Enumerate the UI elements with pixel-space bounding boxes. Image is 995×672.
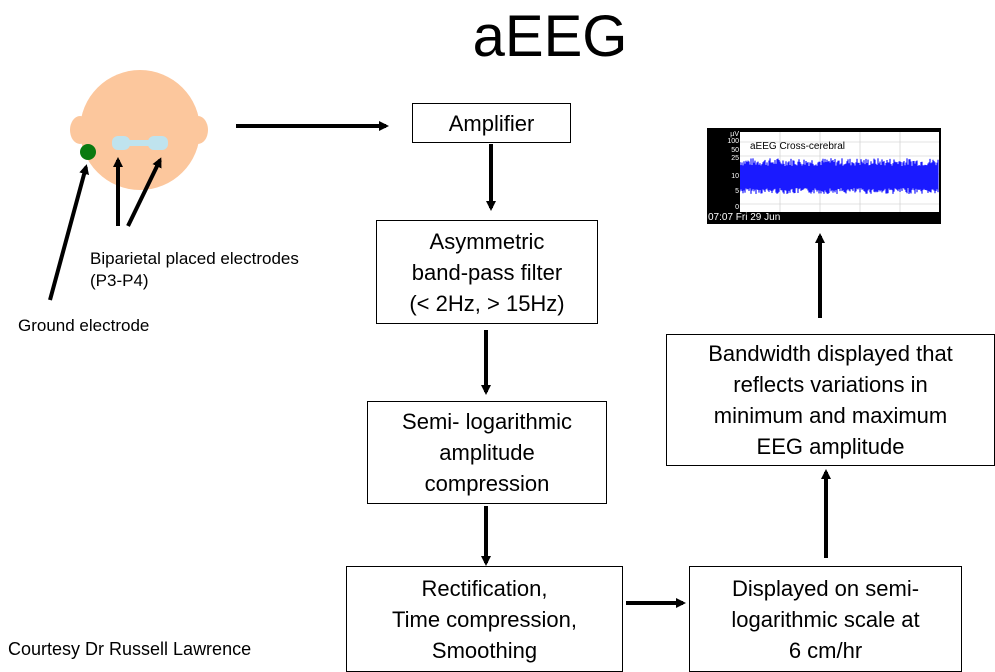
display-scale-line3: 6 cm/hr	[788, 637, 863, 663]
amplifier-label: Amplifier	[448, 110, 535, 136]
biparietal-electrodes	[112, 136, 168, 150]
monitor-timestamp: 07:07 Fri 29 Jun	[708, 212, 781, 223]
monitor-y-unit: µV	[730, 131, 739, 138]
bandwidth-box: Bandwidth displayed that reflects variat…	[666, 334, 995, 466]
monitor-y-tick: 5	[735, 188, 739, 195]
monitor-y-tick: 0	[735, 204, 739, 211]
compression-line3: compression	[424, 471, 550, 496]
monitor-y-tick: 10	[731, 173, 739, 180]
monitor-grid	[739, 132, 939, 212]
arrow-biparietal-right	[126, 157, 162, 227]
page-title: aEEG	[472, 4, 628, 69]
bandwidth-line4: EEG amplitude	[756, 434, 905, 459]
monitor-plot-title: aEEG Cross-cerebral	[750, 141, 846, 152]
compression-line1: Semi- logarithmic	[402, 409, 572, 434]
ground-label: Ground electrode	[18, 316, 150, 335]
monitor-y-tick: 50	[731, 147, 739, 154]
bandwidth-line1: Bandwidth displayed that	[708, 341, 953, 366]
biparietal-label-line1: Biparietal placed electrodes	[90, 249, 299, 268]
filter-box: Asymmetric band-pass filter (< 2Hz, > 15…	[376, 220, 598, 324]
bandwidth-line2: reflects variations in	[733, 372, 928, 397]
display-scale-line1: Displayed on semi-	[731, 575, 920, 601]
monitor-y-tick: 25	[731, 155, 739, 162]
biparietal-label-line2: (P3-P4)	[90, 271, 149, 290]
rectification-line2: Time compression,	[391, 606, 577, 632]
ground-electrode-dot	[80, 144, 96, 160]
monitor-y-tick: 100	[727, 138, 739, 145]
display-scale-box: Displayed on semi- logarithmic scale at …	[689, 566, 962, 672]
filter-line1: Asymmetric	[429, 228, 545, 254]
rectification-line1: Rectification,	[421, 575, 548, 601]
monitor-plot-area: aEEG Cross-cerebral	[739, 132, 939, 212]
arrow-ground	[48, 164, 89, 301]
filter-line3: (< 2Hz, > 15Hz)	[409, 290, 565, 316]
rectification-box: Rectification, Time compression, Smoothi…	[346, 566, 623, 672]
courtesy-credit: Courtesy Dr Russell Lawrence	[8, 639, 252, 659]
aeeg-monitor-display: µV 100 50 25 10 5 0 aEEG Cross-cerebral …	[707, 128, 941, 224]
display-scale-line2: logarithmic scale at	[731, 606, 920, 632]
head-shape	[80, 70, 200, 190]
aeeg-trace	[739, 158, 939, 194]
bandwidth-line3: minimum and maximum	[713, 403, 948, 428]
compression-box: Semi- logarithmic amplitude compression	[367, 401, 607, 504]
rectification-line3: Smoothing	[431, 637, 538, 663]
head-illustration	[70, 70, 208, 190]
biparietal-label: Biparietal placed electrodes (P3-P4)	[90, 248, 299, 292]
compression-line2: amplitude	[439, 440, 535, 465]
filter-line2: band-pass filter	[411, 259, 563, 285]
amplifier-box: Amplifier	[412, 103, 571, 143]
